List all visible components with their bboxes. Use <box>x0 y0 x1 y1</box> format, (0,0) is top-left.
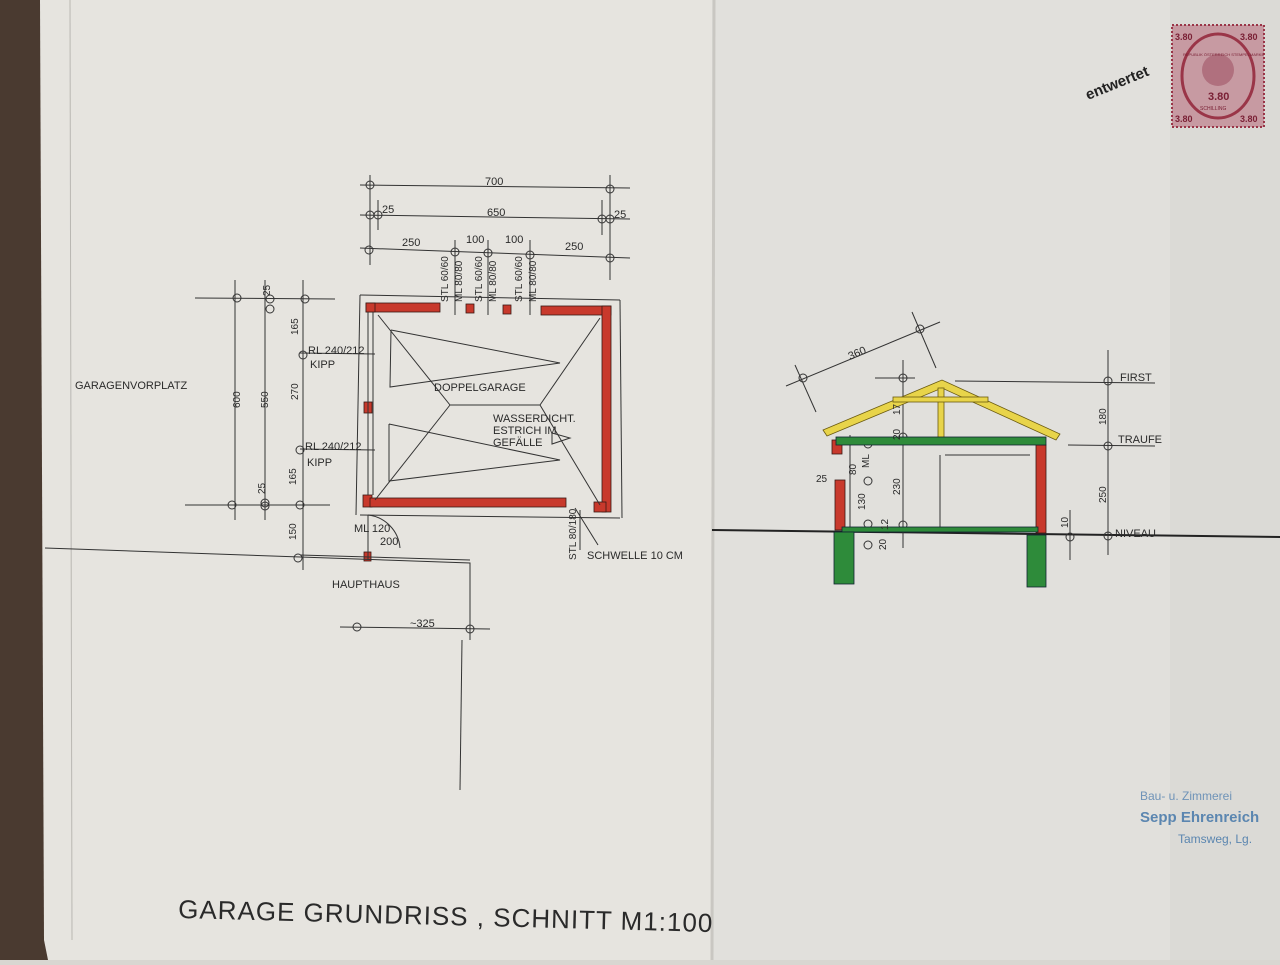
plan-thin-lines <box>44 280 623 791</box>
dim-600: 600 <box>232 391 243 408</box>
dim-20: 20 <box>892 428 903 440</box>
window-label: RL 240/212 <box>305 441 361 453</box>
dim-165-top: 165 <box>290 318 301 335</box>
dim-80: 80 <box>848 463 859 475</box>
dim-10: 10 <box>1060 516 1071 528</box>
floor-note-1: WASSERDICHT. <box>493 413 576 425</box>
opening-label: STL 60/60 <box>440 256 451 302</box>
stamp-currency: SCHILLING <box>1200 106 1227 112</box>
section-view: 360 FIRST TRAUFE NIVEAU 180 250 17 20 23… <box>711 311 1280 588</box>
dim-25-left: 25 <box>382 204 394 216</box>
dim-17: 17 <box>892 403 903 415</box>
stamp-value: 3.80 <box>1208 91 1229 103</box>
dim-25-right: 25 <box>614 209 626 221</box>
section-dim-lines <box>785 311 1156 560</box>
threshold-label: SCHWELLE 10 CM <box>587 550 683 562</box>
opening-label: ML 80/80 <box>454 260 465 302</box>
dim-250-right: 250 <box>565 241 583 253</box>
dim-180: 180 <box>1098 408 1109 425</box>
coat-of-arms-icon <box>1202 54 1234 86</box>
right-page <box>712 0 1280 960</box>
dim-25-bottom: 25 <box>257 482 268 494</box>
left-page <box>40 0 718 960</box>
floor-note-2: ESTRICH IM <box>493 425 557 437</box>
page-margin-line <box>69 0 73 941</box>
dim-250: 250 <box>1098 486 1109 503</box>
right-page-fold <box>1170 0 1280 960</box>
opening-label: STL 60/60 <box>474 256 485 302</box>
window-ml-label: ML <box>861 454 872 468</box>
window-sub: KIPP <box>307 457 332 469</box>
stamp-corner-value: 3.80 <box>1240 32 1258 42</box>
company-line-2: Sepp Ehrenreich <box>1140 809 1259 826</box>
company-line-1: Bau- u. Zimmerei <box>1140 789 1232 803</box>
forecourt-label: GARAGENVORPLATZ <box>75 380 188 392</box>
company-stamp: Bau- u. Zimmerei Sepp Ehrenreich Tamsweg… <box>1140 789 1259 846</box>
dim-250-left: 250 <box>402 237 420 249</box>
stamp-text: REPUBLIK ÖSTERREICH STEMPELMARKE <box>1183 52 1264 57</box>
window-sub: KIPP <box>310 359 335 371</box>
dim-230: 230 <box>892 478 903 495</box>
dim-100-right: 100 <box>505 234 523 246</box>
window-label: RL 240/212 <box>308 345 364 357</box>
opening-label: ML 80/80 <box>528 260 539 302</box>
floor-plan: 700 650 25 25 250 100 100 250 STL 60/60 … <box>44 175 683 791</box>
company-line-3: Tamsweg, Lg. <box>1178 832 1252 846</box>
stamp-corner-value: 3.80 <box>1240 114 1258 124</box>
dim-25-top: 25 <box>262 284 273 296</box>
dim-12: 12 <box>880 518 891 530</box>
door-label: ML 120 <box>354 523 390 535</box>
top-dimension-lines <box>359 175 631 315</box>
dim-165-bottom: 165 <box>288 468 299 485</box>
dim-325: ~325 <box>410 618 435 630</box>
ground-line <box>711 529 1280 538</box>
door-sub: 200 <box>380 536 398 548</box>
section-concrete <box>833 436 1047 588</box>
level-first: FIRST <box>1120 372 1152 384</box>
floor-note-3: GEFÄLLE <box>493 437 543 449</box>
dim-150: 150 <box>288 523 299 540</box>
dim-650: 650 <box>487 207 505 219</box>
slope-arrow-icon <box>551 432 572 445</box>
opening-label: STL 60/60 <box>514 256 525 302</box>
dim-270: 270 <box>290 383 301 400</box>
room-label: DOPPELGARAGE <box>434 382 526 394</box>
level-niveau: NIVEAU <box>1115 528 1156 540</box>
dim-100-left: 100 <box>466 234 484 246</box>
stamp-corner-value: 3.80 <box>1175 114 1193 124</box>
roof-truss <box>822 379 1061 441</box>
dim-25: 25 <box>816 474 828 485</box>
page-gutter <box>710 0 716 961</box>
dim-700: 700 <box>485 176 503 188</box>
opening-label: ML 80/80 <box>488 260 499 302</box>
side-door-label: STL 80/180 <box>568 508 579 560</box>
level-traufe: TRAUFE <box>1118 434 1162 446</box>
stamp-corner-value: 3.80 <box>1175 32 1193 42</box>
dim-130: 130 <box>857 493 868 510</box>
dim-20-floor: 20 <box>878 538 889 550</box>
main-house-label: HAUPTHAUS <box>332 579 400 591</box>
dim-550: 550 <box>260 391 271 408</box>
